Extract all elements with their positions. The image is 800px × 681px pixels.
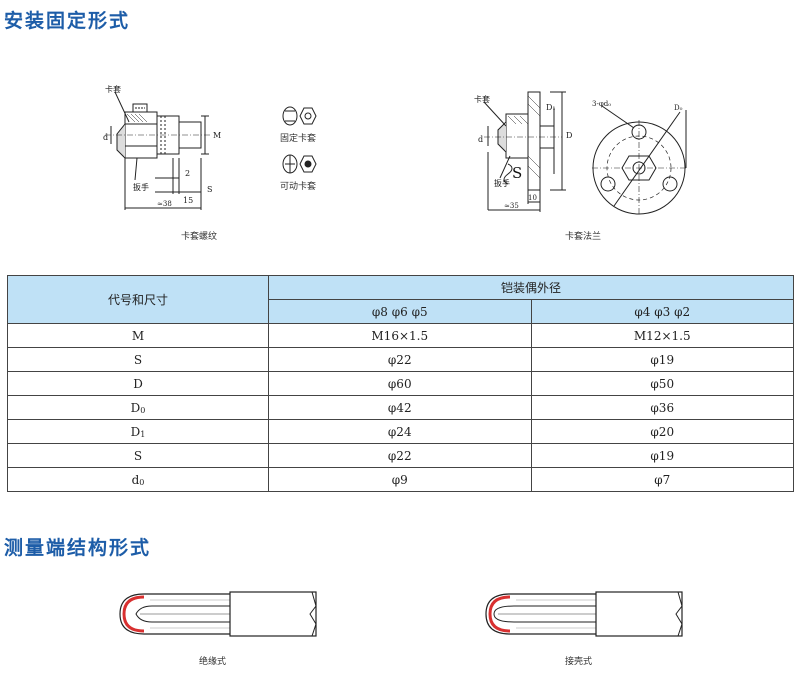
row-code: S [133, 352, 143, 367]
row-value-small: M12×1.5 [530, 323, 794, 348]
ferrule-thread-caption: 卡套螺纹 [181, 232, 218, 242]
measure-section-title: 测量端结构形式 [4, 537, 152, 559]
row-value-large: φ24 [268, 419, 532, 444]
row-value-small: φ7 [530, 467, 794, 492]
flange-d1-label: D₁ [546, 103, 556, 112]
flange-dim-10-label: 10 [528, 194, 537, 202]
table-row: D0 φ42 φ36 [7, 395, 794, 420]
row-value-small: φ19 [530, 443, 794, 468]
table-row: D1 φ24 φ20 [7, 419, 794, 444]
ferrule-flange-caption: 卡套法兰 [565, 232, 602, 242]
row-value-small: φ50 [530, 371, 794, 396]
table-row: S φ22 φ19 [7, 443, 794, 468]
row-value-large: φ60 [268, 371, 532, 396]
install-section-title: 安装固定形式 [4, 10, 131, 32]
table-row: M M16×1.5 M12×1.5 [7, 323, 794, 348]
fixed-ferrule-icon [282, 106, 317, 126]
row-code: D [130, 400, 141, 415]
s-label: S [207, 185, 212, 194]
wrench-label: 扳手 [133, 182, 149, 192]
row-code: D [133, 376, 143, 391]
row-value-large: φ22 [268, 347, 532, 372]
row-value-small: φ36 [530, 395, 794, 420]
header-sheath-diameter: 铠装偶外径 [268, 275, 794, 300]
flange-wrench-label: 扳手 [494, 178, 510, 188]
dim-2-label: 2 [185, 169, 190, 178]
insulated-caption: 绝缘式 [199, 657, 227, 667]
ferrule-flange-side-drawing: 卡套 d D₁ D S 扳手 10 ≈35 [474, 91, 572, 212]
subheader-large: φ8 φ6 φ5 [268, 299, 532, 324]
spec-table: 代号和尺寸 铠装偶外径 φ8 φ6 φ5 φ4 φ3 φ2 M M16×1.5 … [7, 275, 794, 492]
row-code: D [130, 424, 141, 439]
fixed-ferrule-caption: 固定卡套 [280, 134, 317, 144]
dim-15-label: 15 [183, 196, 193, 205]
row-value-large: φ9 [268, 467, 532, 492]
row-code: d [131, 472, 140, 487]
flange-ferrule-label: 卡套 [474, 94, 490, 104]
insulated-probe-drawing [119, 591, 317, 637]
m-label: M [213, 131, 221, 140]
flange-s-label: S [512, 164, 522, 182]
holes-label: 3-φd₀ [592, 100, 611, 108]
row-code: M [131, 328, 145, 343]
grounded-caption: 接壳式 [565, 657, 593, 667]
ferrule-thread-drawing: 卡套 d M 扳手 2 15 S ≈38 [103, 84, 221, 210]
table-row: S φ22 φ19 [7, 347, 794, 372]
header-code-size: 代号和尺寸 [7, 275, 269, 324]
ferrule-flange-front-drawing: 3-φd₀ D₀ [592, 100, 687, 216]
row-value-large: M16×1.5 [268, 323, 532, 348]
flange-d-label: D [566, 131, 572, 140]
grounded-probe-drawing [485, 591, 683, 637]
row-code-subscript: 0 [139, 477, 145, 487]
dim-38-label: ≈38 [157, 200, 172, 208]
ferrule-label: 卡套 [105, 84, 121, 94]
row-code-subscript: 1 [140, 429, 146, 439]
flange-d0-label: d [478, 135, 483, 144]
flange-d0-dim-label: D₀ [674, 104, 683, 112]
row-value-small: φ20 [530, 419, 794, 444]
row-value-small: φ19 [530, 347, 794, 372]
row-value-large: φ42 [268, 395, 532, 420]
subheader-small: φ4 φ3 φ2 [530, 299, 794, 324]
movable-ferrule-icon [282, 154, 317, 174]
row-code: S [133, 448, 143, 463]
row-code-subscript: 0 [140, 405, 146, 415]
flange-dim-35-label: ≈35 [504, 202, 519, 210]
table-row: D φ60 φ50 [7, 371, 794, 396]
table-row: d0 φ9 φ7 [7, 467, 794, 492]
d-label: d [103, 133, 108, 142]
movable-ferrule-caption: 可动卡套 [280, 182, 317, 192]
row-value-large: φ22 [268, 443, 532, 468]
